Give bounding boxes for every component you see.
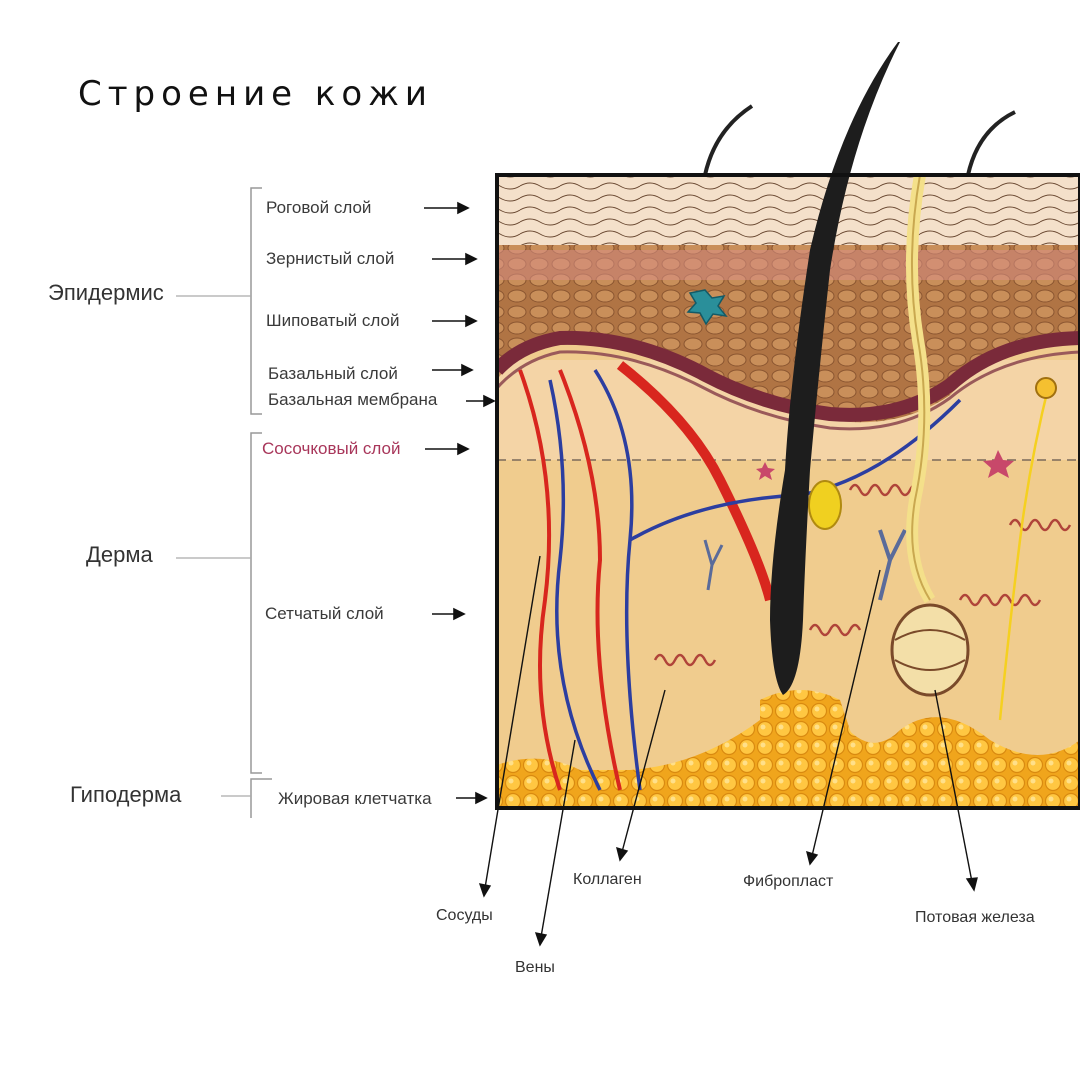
cross-section-frame	[495, 173, 1080, 810]
hair-small	[966, 110, 1016, 176]
label-collagen: Коллаген	[573, 871, 642, 888]
collagen-fiber	[1008, 518, 1072, 532]
group-label-hypodermis: Гиподерма	[70, 782, 182, 807]
artery	[558, 369, 622, 791]
group-label-epidermis: Эпидермис	[48, 280, 164, 305]
page-title: Строение кожи	[78, 74, 433, 114]
epidermis-bracket	[250, 187, 262, 415]
hypodermis-bracket	[250, 778, 272, 818]
structure-arrows	[478, 555, 978, 947]
stratum-spinosum-region	[497, 240, 1080, 423]
label-stratum-granulosum: Зернистый слой	[266, 249, 395, 268]
melanocyte	[686, 289, 728, 326]
stratum-basale-band	[497, 330, 1080, 422]
dermis-bracket	[250, 432, 262, 774]
fibroblast	[878, 529, 907, 601]
fibroblast	[703, 539, 724, 591]
label-basement-membrane: Базальная мембрана	[268, 390, 438, 409]
artery	[518, 369, 562, 791]
layer-arrows	[424, 201, 496, 805]
mast-cell	[756, 462, 775, 480]
arrector-muscle	[616, 361, 775, 602]
collagen-fiber	[653, 653, 717, 667]
label-stratum-basale: Базальный слой	[268, 364, 398, 383]
label-veins: Вены	[515, 959, 555, 976]
vein	[548, 379, 602, 791]
label-fatty-tissue: Жировая клетчатка	[278, 789, 432, 808]
label-reticular-layer: Сетчатый слой	[265, 604, 384, 623]
label-sweat-gland: Потовая железа	[915, 909, 1035, 926]
stratum-granulosum-region	[497, 250, 1080, 280]
sebaceous-gland	[808, 480, 842, 530]
stratum-corneum-region	[497, 175, 1080, 245]
nerve-ending	[1035, 377, 1057, 399]
nerve-fiber	[998, 379, 1052, 721]
collagen-fiber	[808, 623, 862, 637]
hair-small	[703, 104, 754, 176]
sweat-gland-coil	[890, 603, 970, 697]
label-stratum-corneum: Роговой слой	[266, 198, 372, 217]
group-label-dermis: Дерма	[86, 542, 153, 567]
collagen-fiber	[848, 483, 922, 497]
hair-shaft	[770, 42, 900, 695]
label-fibroblast: Фибропласт	[743, 873, 834, 890]
basement-membrane-line	[497, 350, 1080, 431]
vein	[593, 369, 642, 791]
label-stratum-spinosum: Шиповатый слой	[266, 311, 400, 330]
label-papillary-layer: Сосочковый слой	[262, 439, 401, 458]
mast-cell	[983, 450, 1014, 478]
collagen-fiber	[958, 593, 1042, 607]
label-vessels: Сосуды	[436, 907, 493, 924]
